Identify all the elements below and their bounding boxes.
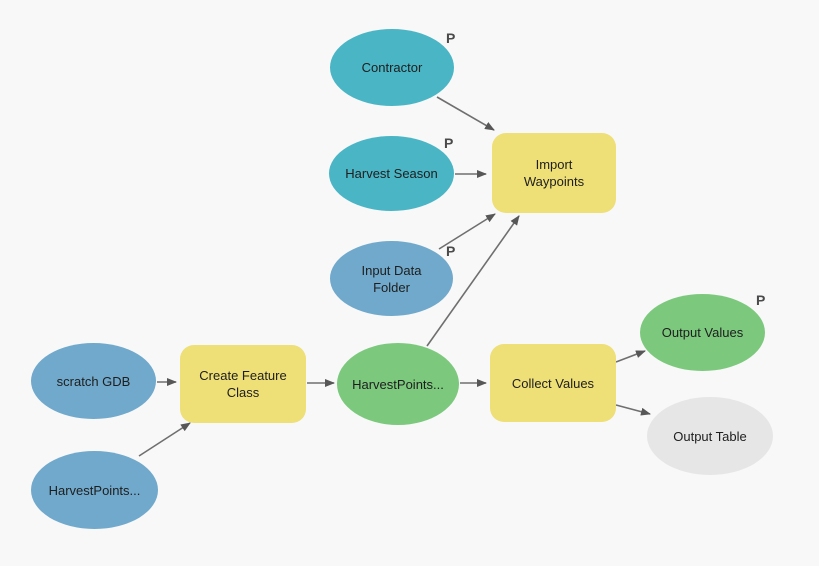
connector-harvestpoints-derived-to-import-waypoints[interactable]	[426, 215, 520, 347]
node-label: Output Table	[673, 428, 747, 444]
node-variable-contractor[interactable]: Contractor	[330, 29, 454, 106]
connector-input-data-folder-to-import-waypoints[interactable]	[438, 213, 496, 250]
node-label: Output Values	[661, 325, 744, 340]
parameter-badge-contractor: P	[446, 30, 456, 46]
parameter-badge-harvest-season: P	[444, 135, 454, 151]
node-label: Contractor	[361, 60, 423, 75]
node-label: HarvestPoints...	[48, 482, 141, 498]
node-variable-scratch-gdb[interactable]: scratch GDB	[31, 343, 156, 419]
node-label: Harvest Season	[345, 166, 438, 181]
node-derived-output-values[interactable]: Output Values	[640, 294, 765, 371]
connector-harvestpoints-source-to-create-feature-class[interactable]	[138, 422, 191, 457]
connector-collect-values-to-output-values[interactable]	[615, 350, 646, 363]
node-label: Import Waypoints	[523, 157, 585, 189]
node-tool-collect-values[interactable]: Collect Values	[490, 344, 616, 422]
node-variable-input-data-folder[interactable]: Input Data Folder	[330, 241, 453, 316]
node-label: HarvestPoints...	[352, 376, 444, 392]
node-label: Input Data Folder	[361, 262, 422, 295]
node-label: scratch GDB	[56, 373, 131, 389]
connector-collect-values-to-output-table[interactable]	[615, 404, 651, 416]
node-output-table[interactable]: Output Table	[647, 397, 773, 475]
node-tool-import-waypoints[interactable]: Import Waypoints	[492, 133, 616, 213]
node-label: Create Feature Class	[199, 368, 287, 400]
node-variable-harvestpoints-source[interactable]: HarvestPoints...	[31, 451, 158, 529]
connector-contractor-to-import-waypoints[interactable]	[436, 96, 495, 131]
parameter-badge-input-data-folder: P	[446, 243, 456, 259]
node-derived-harvestpoints[interactable]: HarvestPoints...	[337, 343, 459, 425]
node-variable-harvest-season[interactable]: Harvest Season	[329, 136, 454, 211]
node-label: Collect Values	[511, 375, 595, 391]
parameter-badge-output-values: P	[756, 292, 766, 308]
node-tool-create-feature-class[interactable]: Create Feature Class	[180, 345, 306, 423]
